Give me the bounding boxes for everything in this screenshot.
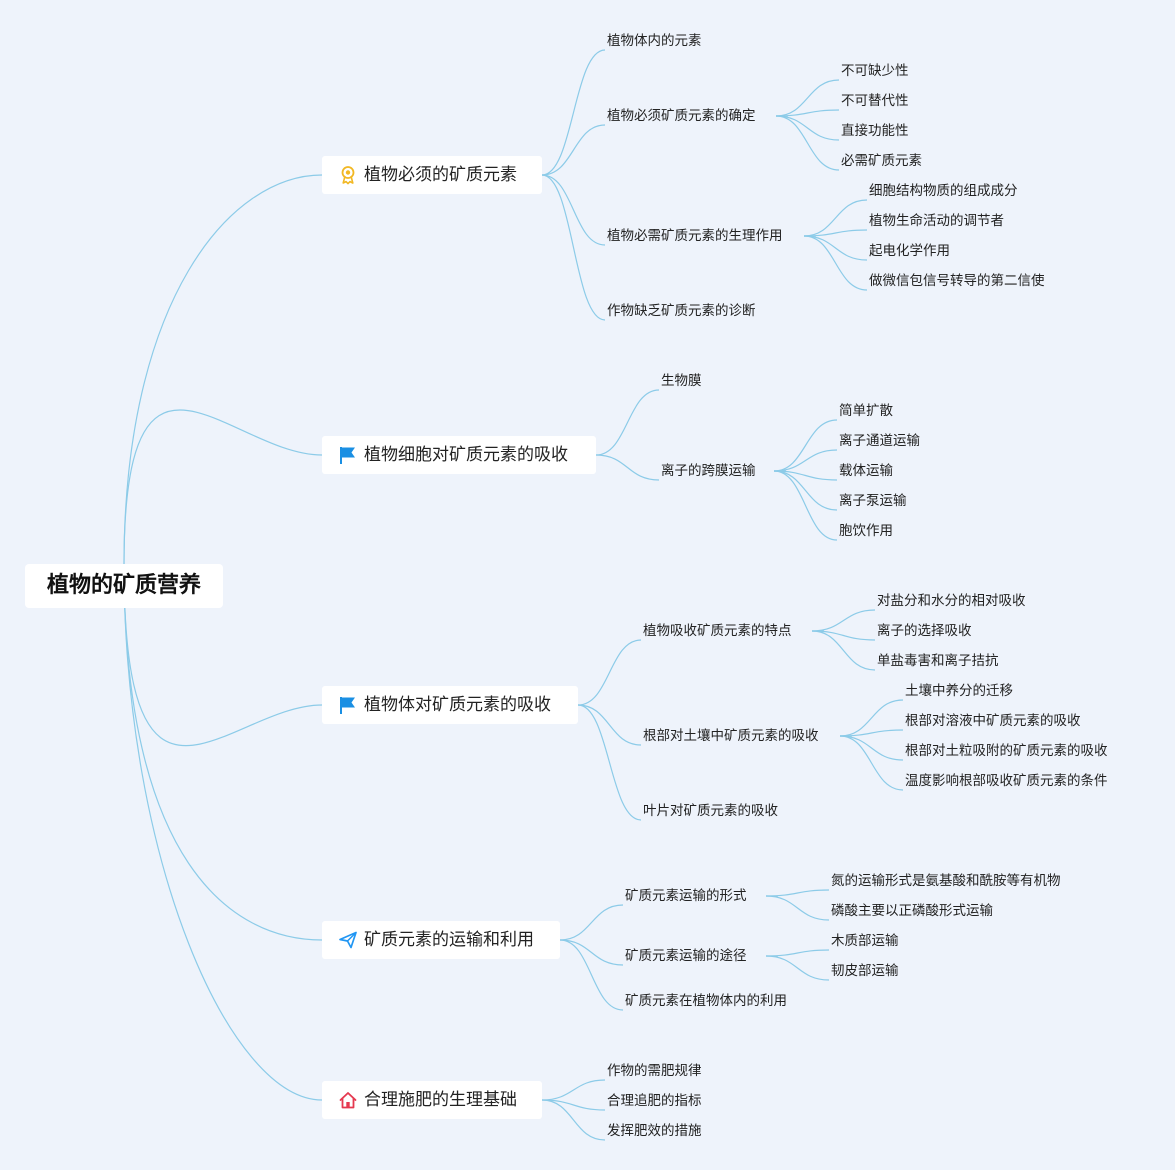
topic-transport-form[interactable]: 矿质元素运输的形式: [625, 888, 747, 904]
connector-line: [803, 199, 868, 237]
topic-structural-component[interactable]: 细胞结构物质的组成成分: [869, 183, 1018, 199]
award-ribbon-icon: [341, 166, 355, 185]
topic-direct-function[interactable]: 直接功能性: [841, 123, 909, 139]
root-connector: [123, 564, 323, 1101]
topic-simple-diffusion[interactable]: 简单扩散: [839, 403, 893, 419]
connector-line: [541, 1099, 606, 1141]
topic-second-messenger[interactable]: 做微信包信号转导的第二信使: [869, 273, 1045, 289]
branch-label: 植物必须的矿质元素: [364, 165, 517, 185]
flag-icon: [340, 697, 355, 714]
branch-label: 矿质元素的运输和利用: [364, 930, 534, 950]
branch-cell-absorption[interactable]: 植物细胞对矿质元素的吸收: [322, 436, 596, 474]
topic-temperature-conditions[interactable]: 温度影响根部吸收矿质元素的条件: [905, 773, 1108, 789]
topic-root-absorption[interactable]: 根部对土壤中矿质元素的吸收: [643, 728, 819, 744]
topic-physiological-role[interactable]: 植物必需矿质元素的生理作用: [607, 228, 783, 244]
home-icon: [339, 1092, 357, 1109]
connector-line: [595, 389, 660, 456]
connector-line: [559, 939, 624, 1011]
connector-line: [811, 609, 876, 632]
topic-fertilizer-efficiency[interactable]: 发挥肥效的措施: [607, 1123, 702, 1139]
topic-fertilizer-rule[interactable]: 作物的需肥规律: [607, 1063, 702, 1079]
topic-regulator[interactable]: 植物生命活动的调节者: [869, 213, 1004, 229]
topic-topdressing-index[interactable]: 合理追肥的指标: [607, 1093, 702, 1109]
topic-single-salt-toxicity[interactable]: 单盐毒害和离子拮抗: [877, 653, 999, 669]
connector-line: [839, 735, 904, 761]
topic-adsorbed-absorption[interactable]: 根部对土粒吸附的矿质元素的吸收: [905, 743, 1108, 759]
topic-ion-channel[interactable]: 离子通道运输: [839, 433, 920, 449]
topic-nutrient-migration[interactable]: 土壤中养分的迁移: [905, 683, 1013, 699]
connector-line: [775, 79, 840, 117]
connector-line: [541, 174, 606, 321]
connector-line: [765, 895, 830, 921]
topic-pinocytosis[interactable]: 胞饮作用: [839, 523, 893, 539]
connector-line: [541, 1079, 606, 1101]
connector-line: [773, 470, 838, 541]
branch-label: 合理施肥的生理基础: [364, 1090, 517, 1110]
connector-line: [839, 735, 904, 791]
flag-icon: [340, 447, 355, 464]
root-connector: [123, 564, 323, 747]
connector-line: [577, 704, 642, 746]
connector-line: [765, 955, 830, 981]
topic-relative-absorption[interactable]: 对盐分和水分的相对吸收: [877, 593, 1026, 609]
connector-line: [811, 630, 876, 671]
connector-line: [559, 904, 624, 941]
root-topic[interactable]: 植物的矿质营养: [25, 564, 223, 608]
topic-essential-determination[interactable]: 植物必须矿质元素的确定: [607, 108, 756, 124]
topic-carrier[interactable]: 载体运输: [839, 463, 893, 479]
topic-solution-absorption[interactable]: 根部对溶液中矿质元素的吸收: [905, 713, 1081, 729]
connector-line: [559, 939, 624, 966]
connector-line: [765, 889, 830, 897]
branch-label: 植物细胞对矿质元素的吸收: [364, 445, 568, 465]
connector-line: [541, 1099, 606, 1111]
root-connector: [123, 409, 323, 566]
connector-line: [577, 639, 642, 706]
topic-electrochemical[interactable]: 起电化学作用: [869, 243, 950, 259]
topic-phloem[interactable]: 韧皮部运输: [831, 963, 899, 979]
branch-essential-elements[interactable]: 植物必须的矿质元素: [322, 156, 542, 194]
connector-line: [773, 419, 838, 472]
connector-line: [541, 49, 606, 176]
connector-line: [773, 470, 838, 511]
connector-line: [803, 235, 868, 291]
root-connector: [123, 564, 323, 941]
connector-line: [775, 115, 840, 171]
connector-line: [775, 115, 840, 141]
topic-irreplaceability[interactable]: 不可替代性: [841, 93, 909, 109]
topic-biomembrane[interactable]: 生物膜: [661, 373, 702, 389]
connector-line: [803, 235, 868, 261]
branch-plant-absorption[interactable]: 植物体对矿质元素的吸收: [322, 686, 578, 724]
paper-plane-icon: [339, 931, 357, 949]
topic-utilization[interactable]: 矿质元素在植物体内的利用: [625, 993, 787, 1009]
connector-line: [765, 949, 830, 957]
topic-phosphate-transport[interactable]: 磷酸主要以正磷酸形式运输: [831, 903, 993, 919]
branch-transport-utilization[interactable]: 矿质元素的运输和利用: [322, 921, 560, 959]
topic-deficiency-diagnosis[interactable]: 作物缺乏矿质元素的诊断: [607, 303, 756, 319]
root-connector: [123, 174, 323, 566]
topic-xylem[interactable]: 木质部运输: [831, 933, 899, 949]
connector-line: [595, 454, 660, 481]
topic-nitrogen-transport[interactable]: 氮的运输形式是氨基酸和酰胺等有机物: [831, 873, 1061, 889]
connector-line: [773, 449, 838, 472]
topic-elements-in-plant[interactable]: 植物体内的元素: [607, 33, 702, 49]
connector-line: [541, 174, 606, 246]
topic-absorption-features[interactable]: 植物吸收矿质元素的特点: [643, 623, 792, 639]
connector-line: [541, 124, 606, 176]
topic-transport-route[interactable]: 矿质元素运输的途径: [625, 948, 747, 964]
topic-transmembrane[interactable]: 离子的跨膜运输: [661, 463, 756, 479]
topic-selective-absorption[interactable]: 离子的选择吸收: [877, 623, 972, 639]
branch-fertilization[interactable]: 合理施肥的生理基础: [322, 1081, 542, 1119]
topic-leaf-absorption[interactable]: 叶片对矿质元素的吸收: [643, 803, 778, 819]
topic-indispensability[interactable]: 不可缺少性: [841, 63, 909, 79]
connector-line: [577, 704, 642, 821]
connector-line: [839, 699, 904, 737]
topic-essential-mineral[interactable]: 必需矿质元素: [841, 153, 922, 169]
topic-ion-pump[interactable]: 离子泵运输: [839, 493, 907, 509]
branch-label: 植物体对矿质元素的吸收: [364, 695, 551, 715]
